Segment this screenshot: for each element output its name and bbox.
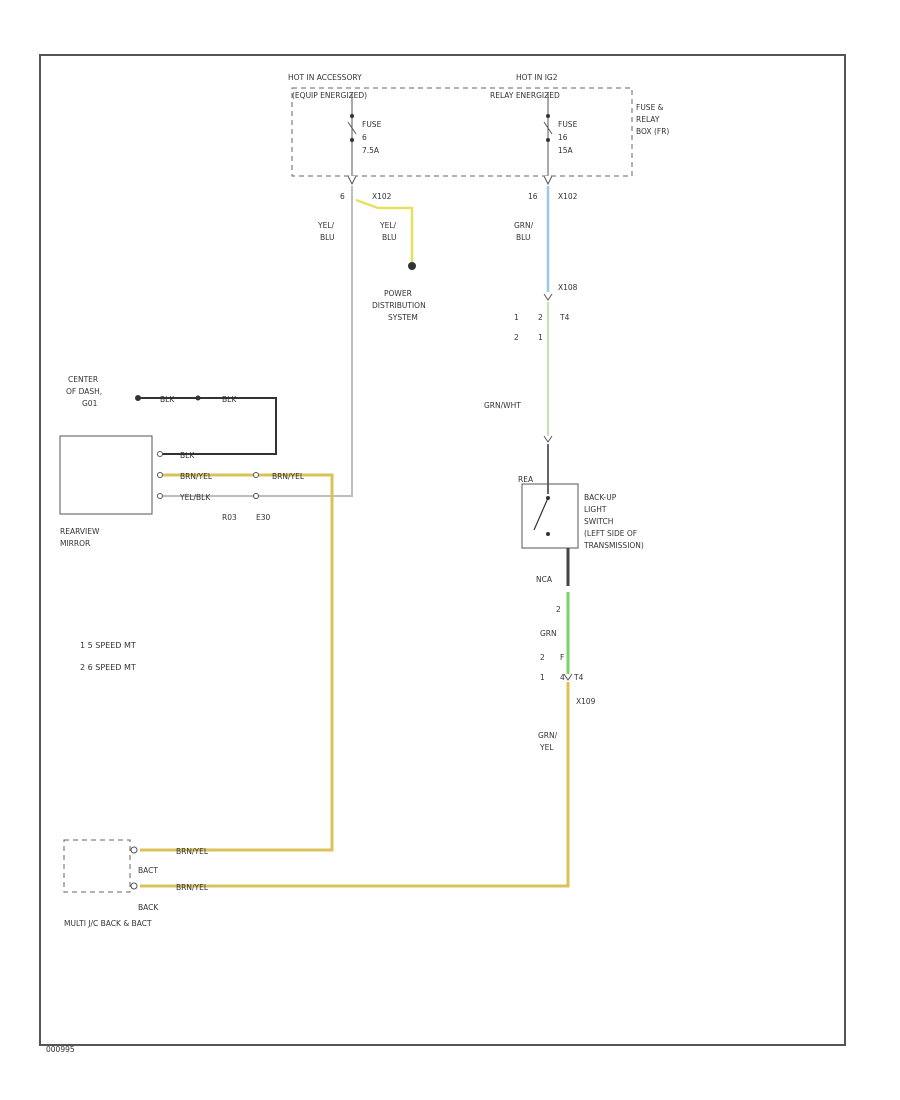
mirror-pin-3 <box>157 493 163 499</box>
t4-lower-r1-a: 2 <box>540 653 545 662</box>
fuse-right-label: FUSE <box>558 120 578 129</box>
pin-right-number: 16 <box>528 192 538 201</box>
switch-name-2: LIGHT <box>584 505 607 514</box>
fuse-left-label: FUSE <box>362 120 382 129</box>
note-1: 1 5 SPEED MT <box>80 641 136 650</box>
switch-pin-bottom: 2 <box>556 605 561 614</box>
conn-t4-lower-pin <box>563 673 573 681</box>
wire-blk-1: BLK <box>160 395 175 404</box>
conn-x108: X108 <box>558 283 578 292</box>
hot-ig2-label-2: RELAY ENERGIZED <box>490 91 560 100</box>
mirror-blk: BLK <box>180 451 195 460</box>
conn-t4-lower: T4 <box>573 673 584 682</box>
multi-brn-yel-1: BRN/YEL <box>176 847 209 856</box>
fuse-right-number: 16 <box>558 133 568 142</box>
mirror-brn-yel: BRN/YEL <box>180 472 213 481</box>
power-dist-1: POWER <box>384 289 412 298</box>
switch-name-3: SWITCH <box>584 517 613 526</box>
wire-grn-blu-1: GRN/ <box>514 221 534 230</box>
t4-lower-r1-b: F <box>560 653 564 662</box>
backup-light-switch <box>521 483 579 549</box>
switch-name-1: BACK-UP <box>584 493 617 502</box>
multi-pin-bact <box>130 846 138 854</box>
t4-r2-a: 2 <box>514 333 519 342</box>
power-dist-2: DISTRIBUTION <box>372 301 426 310</box>
mirror-yel-blk: YEL/BLK <box>179 493 211 502</box>
fuse-left: FUSE 6 7.5A <box>347 92 382 176</box>
wire-brn-yel-mirror <box>140 473 334 852</box>
conn-x108-pin <box>543 293 553 301</box>
wire-grn-wht-label: GRN/WHT <box>484 401 521 410</box>
t4-r2-b: 1 <box>538 333 543 342</box>
fuse-right: FUSE 16 15A <box>543 92 578 176</box>
wire-grn-yel-2: YEL <box>539 743 554 752</box>
diagram-frame <box>39 54 846 1046</box>
mirror-pin-1 <box>157 451 163 457</box>
mirror-pin-2 <box>157 472 163 478</box>
multi-back: BACK <box>138 903 159 912</box>
power-dist-terminal <box>408 262 416 270</box>
center-ground-2: OF DASH, <box>66 387 102 396</box>
conn-t4: T4 <box>559 313 570 322</box>
t4-r1-a: 1 <box>514 313 519 322</box>
center-ground-3: G01 <box>82 399 98 408</box>
mirror-conn-r03-pin <box>253 472 259 478</box>
switch-conn-top: REA <box>518 475 534 484</box>
wire-blk-ground <box>140 397 277 455</box>
hot-ig2-label-1: HOT IN IG2 <box>516 73 558 82</box>
power-dist-3: SYSTEM <box>388 313 418 322</box>
fuse-box-label-2: RELAY <box>636 115 660 124</box>
wire-grn-label: GRN <box>540 629 557 638</box>
conn-right-label: X102 <box>558 192 578 201</box>
t4-lower-r2-a: 1 <box>540 673 545 682</box>
wire-grn-yel-1: GRN/ <box>538 731 558 740</box>
t4-lower-r2-b: 4 <box>560 673 565 682</box>
conn-e30: E30 <box>256 513 271 522</box>
fuse-box-label-3: BOX (FR) <box>636 127 669 136</box>
wire-yel-blu-a-1: YEL/ <box>317 221 334 230</box>
hot-accessory-label-2: (EQUIP ENERGIZED) <box>292 91 367 100</box>
conn-x109: X109 <box>576 697 596 706</box>
fuse-right-amps: 15A <box>558 146 574 155</box>
fuse-left-number: 6 <box>362 133 367 142</box>
switch-conn-bottom: NCA <box>536 575 553 584</box>
fuse-relay-box <box>291 87 633 177</box>
wire-grn-yel <box>140 682 570 888</box>
switch-name-5: TRANSMISSION) <box>583 541 644 550</box>
conn-r03: R03 <box>222 513 237 522</box>
multi-pin-back <box>130 882 138 890</box>
wire-yel-blu-to-power <box>355 198 414 262</box>
wire-yel-blu-a-2: BLU <box>320 233 334 242</box>
mirror-name-2: MIRROR <box>60 539 90 548</box>
multi-bact: BACT <box>138 866 158 875</box>
switch-name-4: (LEFT SIDE OF <box>584 529 637 538</box>
multi-brn-yel-2: BRN/YEL <box>176 883 209 892</box>
multi-name: MULTI J/C BACK & BACT <box>64 919 152 928</box>
pin-left-number: 6 <box>340 192 345 201</box>
switch-top-pin <box>543 435 553 443</box>
wire-yel-blu-b-2: BLU <box>382 233 396 242</box>
hot-accessory-label-1: HOT IN ACCESSORY <box>288 73 362 82</box>
ground-terminal <box>135 395 141 401</box>
multi-jc-box <box>63 839 131 893</box>
rearview-mirror <box>59 435 153 515</box>
wire-yel-blu-b-1: YEL/ <box>379 221 396 230</box>
mirror-conn-e30-pin <box>253 493 259 499</box>
fuse-left-amps: 7.5A <box>362 146 380 155</box>
t4-r1-b: 2 <box>538 313 543 322</box>
wire-grn-blu-2: BLU <box>516 233 530 242</box>
conn-left-label: X102 <box>372 192 392 201</box>
center-ground-1: CENTER <box>68 375 98 384</box>
wire-yel-blu-to-mirror <box>262 186 353 497</box>
mirror-name-1: REARVIEW <box>60 527 100 536</box>
mirror-brn-yel-2: BRN/YEL <box>272 472 305 481</box>
fuse-box-label-1: FUSE & <box>636 103 664 112</box>
wire-blk-2: BLK <box>222 395 237 404</box>
note-2: 2 6 SPEED MT <box>80 663 136 672</box>
pin-left <box>347 175 357 186</box>
footer-code: 000995 <box>46 1045 75 1054</box>
pin-right <box>543 175 553 186</box>
